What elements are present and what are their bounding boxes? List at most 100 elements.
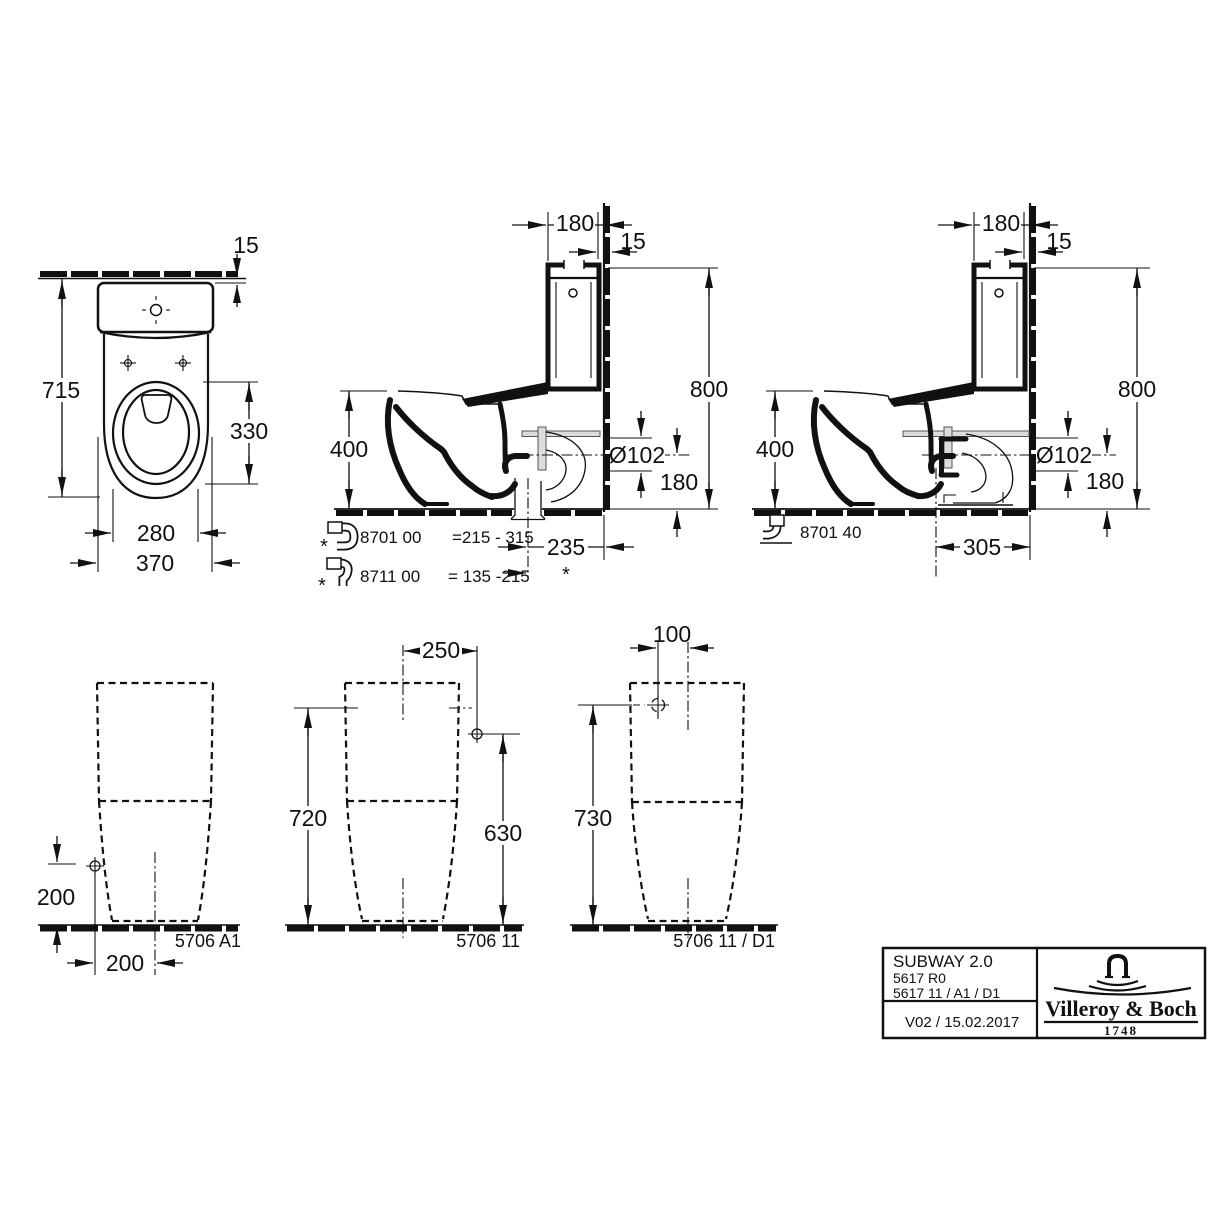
dim-400-right: 400	[753, 390, 813, 509]
seat-hinge-marker-icon	[120, 355, 191, 371]
wall-section	[1028, 203, 1036, 512]
product-code-label: 5706 11 / D1	[673, 931, 775, 951]
dim-235-star: *	[562, 564, 570, 586]
dim-dia102-right: Ø102	[1033, 411, 1092, 498]
brand-name: Villeroy & Boch	[1045, 996, 1197, 1021]
dim-15-label: 15	[1046, 228, 1072, 254]
dim-15-mid: 15	[569, 212, 646, 259]
dim-200v-label: 200	[37, 884, 75, 910]
supply-connection	[521, 426, 601, 471]
target-marker-icon	[86, 857, 104, 875]
dashed-outline	[343, 681, 461, 923]
title-block: SUBWAY 2.0 5617 R0 5617 11 / A1 / D1 V02…	[881, 946, 1207, 1040]
dim-100-label: 100	[653, 621, 691, 647]
dashed-outline	[95, 681, 215, 923]
brand-year: 1748	[1104, 1023, 1138, 1038]
dim-800-right: 800	[1030, 267, 1159, 510]
bowl-profile	[384, 382, 548, 507]
dim-280: 280	[85, 489, 226, 546]
bowl-profile	[810, 382, 974, 507]
floor-line	[38, 924, 240, 932]
dim-630: 630	[481, 733, 525, 925]
dim-180-low-label: 180	[660, 469, 698, 495]
note-star: *	[318, 575, 326, 597]
cistern-section	[971, 259, 1028, 392]
floor-line	[570, 924, 778, 932]
target-marker-icon	[468, 725, 486, 743]
product-code-label: 5706 A1	[175, 931, 241, 951]
note-star: *	[320, 536, 328, 558]
dim-305: 305	[936, 515, 1031, 560]
wall-tiles-strip	[38, 271, 246, 280]
product-code-label: 5706 11	[456, 931, 520, 951]
dim-180-label: 180	[982, 210, 1020, 236]
cistern-button-icon	[568, 288, 578, 298]
flush-inlet-shape	[140, 394, 173, 424]
cistern-section	[545, 259, 602, 392]
note-code: 8701 40	[800, 523, 861, 542]
variant-numbers: 5617 11 / A1 / D1	[893, 985, 1000, 1001]
floor-line	[285, 924, 524, 932]
wall-section	[602, 203, 610, 512]
dim-180-top-right: 180	[938, 210, 1058, 261]
dim-dia102-label: Ø102	[609, 442, 665, 468]
dim-dia102-label: Ø102	[1036, 442, 1092, 468]
dim-180-top-mid: 180	[512, 210, 632, 261]
brand-logo: Villeroy & Boch 1748	[1044, 953, 1198, 1038]
dim-800-mid: 800	[604, 267, 731, 510]
dim-15-label: 15	[620, 228, 646, 254]
toilet-plan-outline	[96, 281, 215, 500]
dim-305-label: 305	[963, 534, 1001, 560]
note-range: = 135 -215	[448, 567, 530, 586]
p-trap-icon	[327, 521, 359, 551]
note-8701-00: * 8701 00 =215 - 315	[320, 521, 534, 558]
rear-view-a1: 200 200 5706 A1	[37, 681, 241, 976]
dim-235-label: 235	[547, 534, 585, 560]
note-code: 8701 00	[360, 528, 421, 547]
supply-connection	[902, 426, 1030, 469]
dim-330-label: 330	[230, 418, 268, 444]
dim-400-label: 400	[756, 436, 794, 462]
dim-100: 100	[630, 621, 714, 652]
dim-200-horizontal: 200	[67, 872, 183, 976]
floor-outlet-elbow	[938, 433, 1014, 506]
dim-400-mid: 400	[327, 390, 387, 509]
dim-15-right: 15	[995, 212, 1072, 259]
dim-180-low-mid: 180	[656, 428, 702, 537]
floor-line	[752, 508, 1030, 516]
dim-dia102-mid: Ø102	[607, 411, 665, 498]
side-view-vertical-outlet: 180 15 800 400	[318, 203, 731, 597]
side-view-horizontal-outlet: 180 15 800 400	[752, 203, 1159, 578]
dim-800-label: 800	[1118, 376, 1156, 402]
s-trap-icon	[326, 557, 353, 586]
dim-180-low-right: 180	[1082, 428, 1128, 537]
rear-view-d1: 100 730 5706 11 / D1	[570, 621, 778, 951]
note-8701-40: 8701 40	[760, 514, 861, 544]
dim-280-label: 280	[137, 520, 175, 546]
rear-view-11: 250 720 630 5706 11	[285, 637, 525, 951]
note-8711-00: * 8711 00 = 135 -215	[318, 557, 530, 597]
dim-715-label: 715	[42, 377, 80, 403]
dim-15-label: 15	[233, 232, 259, 258]
floor-line	[334, 508, 604, 516]
seat-wedge	[888, 382, 974, 407]
seat-wedge	[462, 382, 548, 407]
elbow-outlet-icon	[760, 514, 792, 544]
version-date: V02 / 15.02.2017	[905, 1014, 1019, 1031]
dim-370: 370	[70, 437, 240, 576]
dim-200-vertical: 200	[37, 836, 76, 953]
dim-720: 720	[286, 707, 358, 925]
dim-730: 730	[571, 704, 632, 925]
dim-730-label: 730	[574, 805, 612, 831]
top-view: 715 330 280 370 1	[38, 232, 271, 576]
dim-180-label: 180	[556, 210, 594, 236]
cistern-button-icon	[994, 288, 1004, 298]
dashed-outline	[628, 681, 746, 923]
dim-15-top: 15	[215, 232, 259, 307]
target-marker-icon-dashed	[633, 694, 669, 722]
dim-235: 235 *	[498, 515, 634, 586]
dim-250-label: 250	[422, 637, 460, 663]
dim-630-label: 630	[484, 820, 522, 846]
